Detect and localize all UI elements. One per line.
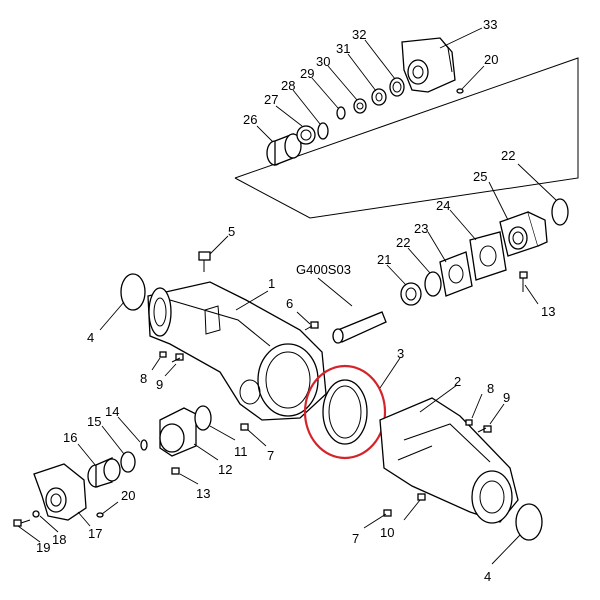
part-17-bracket[interactable] (33, 463, 87, 521)
drive-shaft[interactable] (332, 311, 387, 344)
part-13-bolt-left[interactable] (171, 467, 180, 475)
label-part-21: 21 (377, 252, 391, 267)
part-19-bolt[interactable] (13, 519, 31, 527)
label-part-6: 6 (286, 296, 293, 311)
label-part-14: 14 (105, 404, 119, 419)
part-9-bolt-left[interactable] (171, 353, 184, 363)
part-6-bolt[interactable] (304, 321, 319, 331)
part-25-housing[interactable] (499, 211, 548, 257)
label-part-7-bottom: 7 (352, 531, 359, 546)
part-11-oring[interactable] (194, 405, 212, 431)
part-4-oring-right[interactable] (515, 503, 543, 541)
part-7-bolt-bottom[interactable] (383, 509, 392, 517)
label-part-3: 3 (397, 346, 404, 361)
part-28-snap-ring[interactable] (317, 122, 329, 140)
part-30-washer[interactable] (353, 98, 367, 114)
label-part-8-left: 8 (140, 371, 147, 386)
label-part-32: 32 (352, 27, 366, 42)
label-part-22-mid: 22 (396, 235, 410, 250)
part-4-oring-left[interactable] (120, 273, 146, 311)
label-part-25: 25 (473, 169, 487, 184)
part-21-bearing[interactable] (400, 282, 422, 306)
part-12-cap[interactable] (159, 407, 197, 457)
label-part-10: 10 (380, 525, 394, 540)
label-part-28: 28 (281, 78, 295, 93)
part-1-axle-housing[interactable] (147, 281, 327, 421)
part-31-nut[interactable] (371, 88, 387, 106)
part-29-circlip[interactable] (336, 106, 346, 120)
part-2-axle-housing[interactable] (379, 397, 519, 524)
part-15-oring[interactable] (120, 451, 136, 473)
label-part-9-right: 9 (503, 390, 510, 405)
part-32-seal[interactable] (389, 77, 405, 97)
inset-leader-lines (256, 27, 485, 143)
inset-frame (234, 57, 579, 219)
right-leader-lines (209, 163, 557, 305)
label-part-20-top: 20 (484, 52, 498, 67)
label-part-33: 33 (483, 17, 497, 32)
label-part-15: 15 (87, 414, 101, 429)
part-20-pin-bottom[interactable] (96, 512, 104, 518)
part-22-oring-right[interactable] (551, 198, 569, 226)
part-26-bushing[interactable] (266, 133, 302, 166)
part-8-bolt-right[interactable] (465, 419, 473, 426)
label-part-18: 18 (52, 532, 66, 547)
part-23-gasket[interactable] (439, 251, 473, 297)
part-20-pin-top[interactable] (456, 88, 464, 94)
label-part-20-bottom: 20 (121, 488, 135, 503)
part-10-bolt[interactable] (417, 493, 426, 501)
part-27-bearing[interactable] (296, 125, 316, 145)
label-part-4-left: 4 (87, 330, 94, 345)
label-part-30: 30 (316, 54, 330, 69)
label-part-4-right: 4 (484, 569, 491, 584)
part-22-oring-mid[interactable] (424, 271, 442, 297)
label-part-11: 11 (234, 444, 248, 459)
part-16-bushing[interactable] (87, 457, 121, 488)
label-part-16: 16 (63, 430, 77, 445)
label-part-31: 31 (336, 41, 350, 56)
label-part-29: 29 (300, 66, 314, 81)
label-part-26: 26 (243, 112, 257, 127)
part-8-bolt-left[interactable] (159, 351, 167, 358)
label-part-22-right: 22 (501, 148, 515, 163)
part-13-bolt-right[interactable] (519, 271, 528, 292)
label-part-9-left: 9 (156, 377, 163, 392)
highlight-circle (303, 364, 387, 460)
label-part-7-mid: 7 (267, 448, 274, 463)
part-9-bolt-right[interactable] (477, 425, 492, 433)
part-14-ring[interactable] (140, 439, 148, 451)
label-part-23: 23 (414, 221, 428, 236)
label-part-12: 12 (218, 462, 232, 477)
part-5-plug[interactable] (198, 251, 211, 272)
label-part-13-right: 13 (541, 304, 555, 319)
part-3-gasket[interactable] (322, 379, 368, 445)
part-7-bolt-middle[interactable] (240, 423, 249, 431)
label-part-17: 17 (88, 526, 102, 541)
drawing-code: G400S03 (296, 262, 351, 277)
label-part-24: 24 (436, 198, 450, 213)
label-part-27: 27 (264, 92, 278, 107)
label-part-13-left: 13 (196, 486, 210, 501)
label-part-19: 19 (36, 540, 50, 555)
label-part-1: 1 (268, 276, 275, 291)
part-18-washer[interactable] (32, 510, 40, 518)
main-leader-lines (17, 277, 521, 565)
label-part-5: 5 (228, 224, 235, 239)
part-33-bracket[interactable] (401, 37, 456, 93)
label-part-2: 2 (454, 374, 461, 389)
part-24-cover-plate[interactable] (469, 231, 507, 281)
label-part-8-right: 8 (487, 381, 494, 396)
